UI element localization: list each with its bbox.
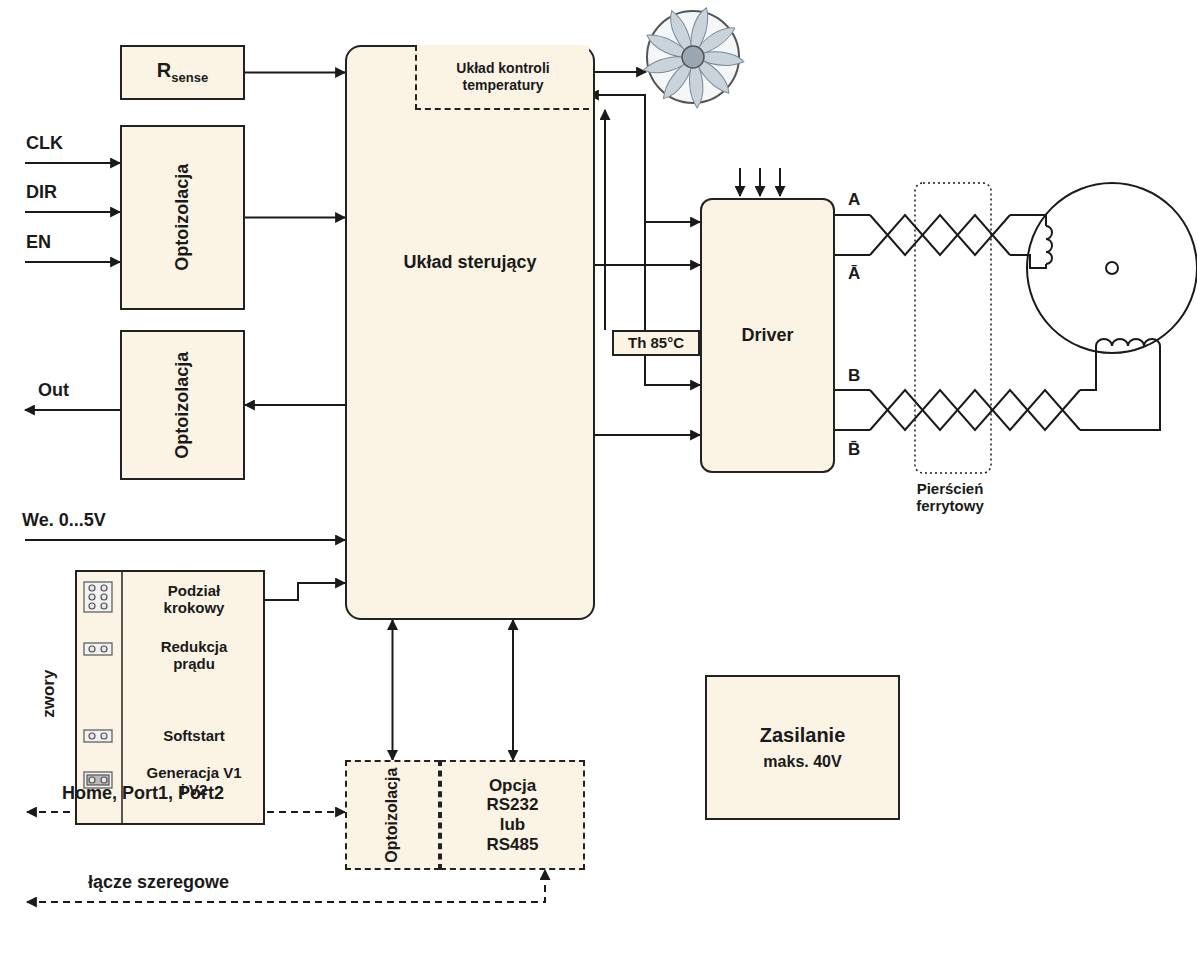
connector	[595, 264, 700, 266]
box-text: Driver	[741, 325, 793, 346]
optional-box: Opcja RS232 lub RS485	[440, 760, 585, 870]
twisted-wire	[870, 215, 1010, 255]
signal-name: Home, Port1, Port2	[62, 783, 224, 804]
twisted-wire	[870, 215, 1010, 255]
connector	[512, 620, 514, 760]
panel-divider	[121, 571, 123, 824]
box-text: maks. 40V	[763, 753, 841, 771]
signal-name: łącze szeregowe	[88, 872, 229, 893]
panel-heading: zwory	[39, 682, 59, 718]
part-label: Pierścień ferrytowy	[895, 480, 1005, 515]
signal-name: EN	[26, 232, 51, 253]
motor-wiring	[835, 215, 1160, 430]
box-text: Optoizolacja	[129, 207, 236, 228]
vertical-text: Optoizolacja	[383, 767, 401, 862]
airflow-arrow	[759, 168, 761, 196]
fan-icon	[644, 8, 744, 108]
optional-box: Optoizolacja	[345, 760, 440, 870]
phase-label: Ā	[848, 264, 860, 284]
airflow-arrow	[779, 168, 781, 196]
signal-name: We. 0...5V	[22, 510, 106, 531]
box-text: Układ kontroli temperatury	[433, 60, 573, 92]
box-text: Optoizolacja	[345, 806, 440, 824]
jumper-option: Podział krokowy	[135, 582, 253, 617]
signal-name: DIR	[26, 182, 57, 203]
box-text: Zasilanie	[760, 724, 846, 747]
signal-wire	[25, 211, 120, 213]
signal-wire	[25, 409, 120, 411]
serial-link	[27, 870, 545, 902]
connector	[245, 404, 345, 406]
block-box: Optoizolacja	[120, 330, 245, 480]
connector	[604, 110, 606, 330]
vertical-text: Optoizolacja	[172, 351, 193, 458]
twisted-wire	[870, 390, 1080, 430]
block-box: Rsense	[120, 45, 245, 100]
jumper-icons	[84, 582, 112, 788]
connector	[392, 620, 394, 760]
symbol: R	[157, 59, 171, 81]
phase-label: B	[848, 366, 860, 386]
block-box: Zasilanie maks. 40V	[705, 675, 900, 820]
connector	[245, 217, 345, 219]
phase-label: B̄	[848, 440, 860, 460]
block-box: Układ sterujący Układ kontroli temperatur…	[345, 45, 595, 620]
connector	[589, 95, 645, 330]
box-text: Układ sterujący	[403, 252, 536, 273]
box-text: Opcja RS232 lub RS485	[476, 776, 550, 854]
box-text: Optoizolacja	[129, 395, 236, 416]
jumper-option: Redukcja prądu	[135, 638, 253, 673]
jumper-option: Softstart	[135, 727, 253, 744]
block-box: Driver	[700, 198, 835, 473]
block-box: Th 85°C	[612, 330, 700, 356]
ferrite-ring	[915, 183, 991, 473]
airflow-arrow	[739, 168, 741, 196]
connector	[645, 356, 700, 385]
stepper-motor	[1027, 183, 1197, 353]
vertical-text: Optoizolacja	[172, 164, 193, 271]
connector	[265, 583, 345, 600]
box-text: Th 85°C	[628, 334, 684, 351]
twisted-wire	[870, 390, 1080, 430]
signal-wire	[25, 162, 120, 164]
connector	[245, 72, 345, 74]
signal-wire	[25, 261, 120, 263]
optional-box: Układ kontroli temperatury	[415, 45, 589, 110]
block-box: Optoizolacja	[120, 125, 245, 310]
phase-label: A	[848, 190, 860, 210]
coil-b	[1096, 339, 1160, 346]
signal-name: CLK	[26, 133, 63, 154]
coil-a	[1046, 226, 1052, 264]
signal-name: Out	[38, 380, 69, 401]
signal-wire	[25, 539, 345, 541]
sense-label: Rsense	[157, 59, 208, 86]
subscript: sense	[171, 70, 208, 85]
connector	[595, 434, 700, 436]
connector	[645, 222, 700, 330]
